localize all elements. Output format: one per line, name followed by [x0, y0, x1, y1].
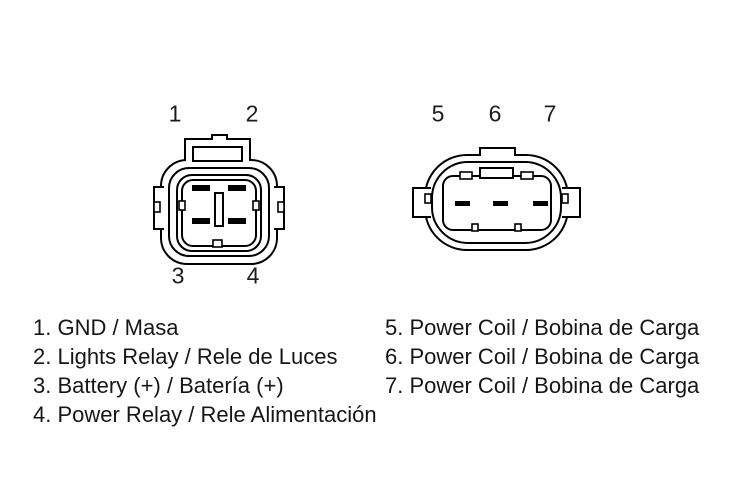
legend-right: 5. Power Coil / Bobina de Carga 6. Power… [385, 313, 699, 400]
pin-4-blade [228, 218, 246, 224]
pin-3-blade [192, 218, 210, 224]
connector-a-inner-outline [168, 167, 270, 257]
pin-2-blade [228, 185, 246, 191]
legend-item-6: 6. Power Coil / Bobina de Carga [385, 344, 700, 369]
legend-item-5: 5. Power Coil / Bobina de Carga [385, 315, 700, 340]
connector-a-left-wall-notch [178, 200, 186, 211]
pin-number-4: 4 [246, 262, 260, 289]
connector-3pin-diagram [412, 147, 581, 251]
pin-number-6: 6 [488, 100, 502, 127]
connector-4pin-diagram [153, 134, 285, 265]
connector-a-cavity-outer-wall [176, 174, 262, 252]
connector-b-bottom-notch-left [471, 223, 479, 232]
pin-number-3: 3 [171, 262, 185, 289]
connector-b-top-tab [479, 147, 516, 156]
connector-a-right-tab-notch [277, 201, 285, 213]
pin-1-blade [192, 185, 210, 191]
connector-a-bottom-wall-notch [212, 239, 223, 248]
pin-7-blade [533, 201, 548, 206]
connector-b-left-tab-notch [424, 193, 432, 204]
pin-number-2: 2 [245, 100, 259, 127]
connector-a-latch-window [192, 146, 243, 162]
connector-b-right-tab-notch [561, 193, 569, 204]
connector-b-right-shoulder-hook [520, 171, 534, 180]
pin-number-5: 5 [431, 100, 445, 127]
connector-b-bottom-notch-right [514, 223, 522, 232]
connector-a-right-wall-notch [252, 200, 260, 211]
legend-item-1: 1. GND / Masa [33, 315, 179, 340]
pin-number-7: 7 [543, 100, 557, 127]
legend-left: 1. GND / Masa 2. Lights Relay / Rele de … [33, 313, 377, 429]
legend-item-2: 2. Lights Relay / Rele de Luces [33, 344, 338, 369]
connector-b-left-shoulder-hook [459, 171, 473, 180]
pin-6-blade [493, 201, 508, 206]
connector-b-key-slot [479, 167, 514, 179]
connector-a-left-tab-notch [153, 201, 161, 213]
connector-b-inner-outline [431, 161, 562, 244]
pin-5-blade [455, 201, 470, 206]
pin-number-1: 1 [168, 100, 182, 127]
legend-item-4: 4. Power Relay / Rele Alimentación [33, 402, 377, 427]
legend-item-3: 3. Battery (+) / Batería (+) [33, 373, 284, 398]
legend-item-7: 7. Power Coil / Bobina de Carga [385, 373, 700, 398]
connector-a-center-key [214, 192, 224, 227]
